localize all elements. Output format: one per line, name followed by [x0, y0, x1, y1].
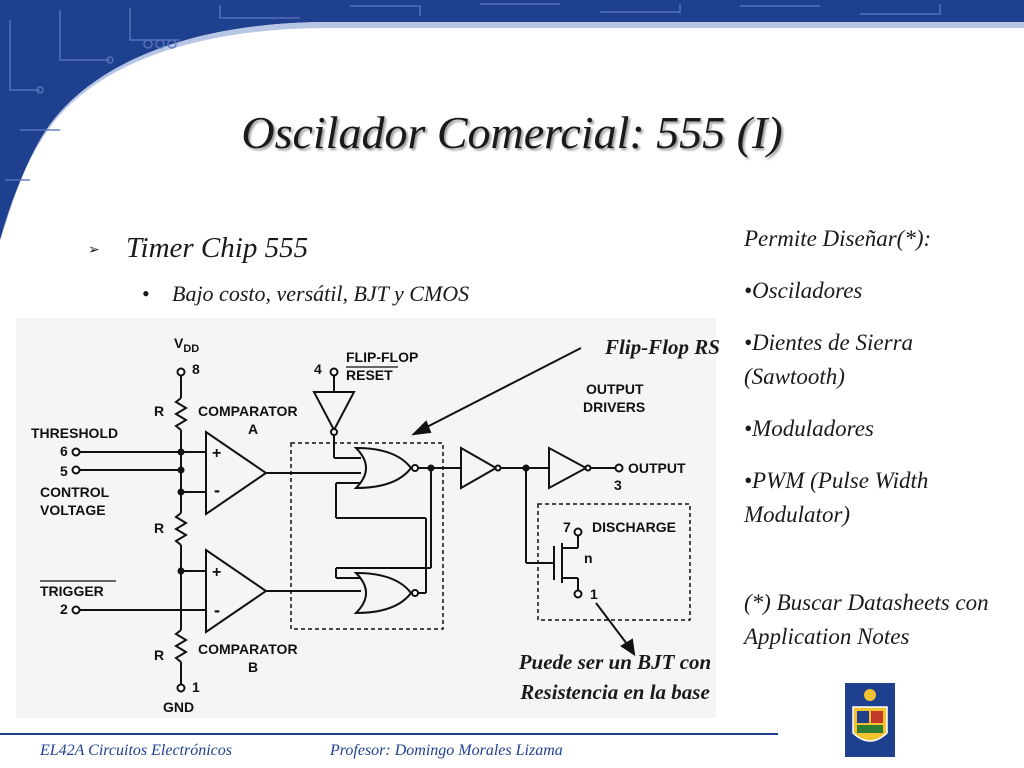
comparator-a-label-2: A [248, 421, 258, 437]
right-item-modulators: •Moduladores [744, 416, 874, 441]
footer-course: EL42A Circuitos Electrónicos [40, 742, 232, 759]
circuit-555-diagram: VDD 8 4 FLIP-FLOP RESET OUTPUT DRIVERS C… [31, 335, 691, 715]
r3-label: R [154, 647, 164, 663]
output-drivers-label-2: DRIVERS [583, 399, 645, 415]
r2-label: R [154, 520, 164, 536]
threshold-label: THRESHOLD [31, 425, 118, 441]
vdd-label: VDD [174, 335, 199, 355]
footer-divider [0, 733, 778, 735]
right-heading: Permite Diseñar(*): [744, 226, 932, 251]
discharge-label: DISCHARGE [592, 519, 676, 535]
footer-professor: Profesor: Domingo Morales Lizama [330, 742, 563, 759]
pin-6-label: 6 [60, 443, 68, 459]
comparator-b-label-1: COMPARATOR [198, 641, 298, 657]
comp-a-minus: - [214, 480, 220, 500]
comp-b-minus: - [214, 600, 220, 620]
bullet-main-text: Timer Chip 555 [126, 232, 309, 264]
right-panel: Permite Diseñar(*): •Osciladores •Diente… [744, 222, 1014, 654]
right-note: (*) Buscar Datasheets con Application No… [744, 590, 989, 649]
slide-title: Oscilador Comercial: 555 (I) [241, 107, 783, 158]
bullet-sub-text: Bajo costo, versátil, BJT y CMOS [172, 281, 470, 306]
bullet-timer-chip: ➢ Timer Chip 555 [88, 232, 308, 265]
pin-1-label: 1 [590, 586, 598, 602]
university-logo-icon [845, 683, 895, 757]
pin-4-label: 4 [314, 361, 322, 377]
output-drivers-label-1: OUTPUT [586, 381, 644, 397]
pin-8-label: 8 [192, 361, 200, 377]
control-label-1: CONTROL [40, 484, 110, 500]
output-label: OUTPUT [628, 460, 686, 476]
trigger-label: TRIGGER [40, 583, 104, 599]
reset-label: RESET [346, 367, 393, 383]
pin-3-label: 3 [614, 477, 622, 493]
bjt-annotation-line2: Resistencia en la base [520, 680, 710, 704]
pin-2-label: 2 [60, 601, 68, 617]
bjt-annotation-line1: Puede ser un BJT con [518, 650, 712, 674]
right-item-sawtooth: •Dientes de Sierra (Sawtooth) [744, 330, 914, 389]
right-item-pwm: •PWM (Pulse Width Modulator) [744, 468, 929, 527]
dot-bullet-icon: • [142, 281, 150, 306]
flipflop-label: FLIP-FLOP [346, 349, 418, 365]
bullet-low-cost: • Bajo costo, versátil, BJT y CMOS [142, 281, 469, 307]
comparator-b-label-2: B [248, 659, 258, 675]
right-item-oscillators: •Osciladores [744, 278, 863, 303]
comp-b-plus: + [212, 564, 221, 581]
flipflop-annotation: Flip-Flop RS [605, 335, 720, 359]
control-label-2: VOLTAGE [40, 502, 106, 518]
comp-a-plus: + [212, 445, 221, 462]
pin-7-label: 7 [563, 519, 571, 535]
arrow-bullet-icon: ➢ [88, 242, 100, 258]
n-label: n [584, 550, 593, 566]
r1-label: R [154, 403, 164, 419]
pin-5-label: 5 [60, 463, 68, 479]
comparator-a-label-1: COMPARATOR [198, 403, 298, 419]
gnd-label: GND [163, 699, 194, 715]
pin-1-gnd-label: 1 [192, 679, 200, 695]
